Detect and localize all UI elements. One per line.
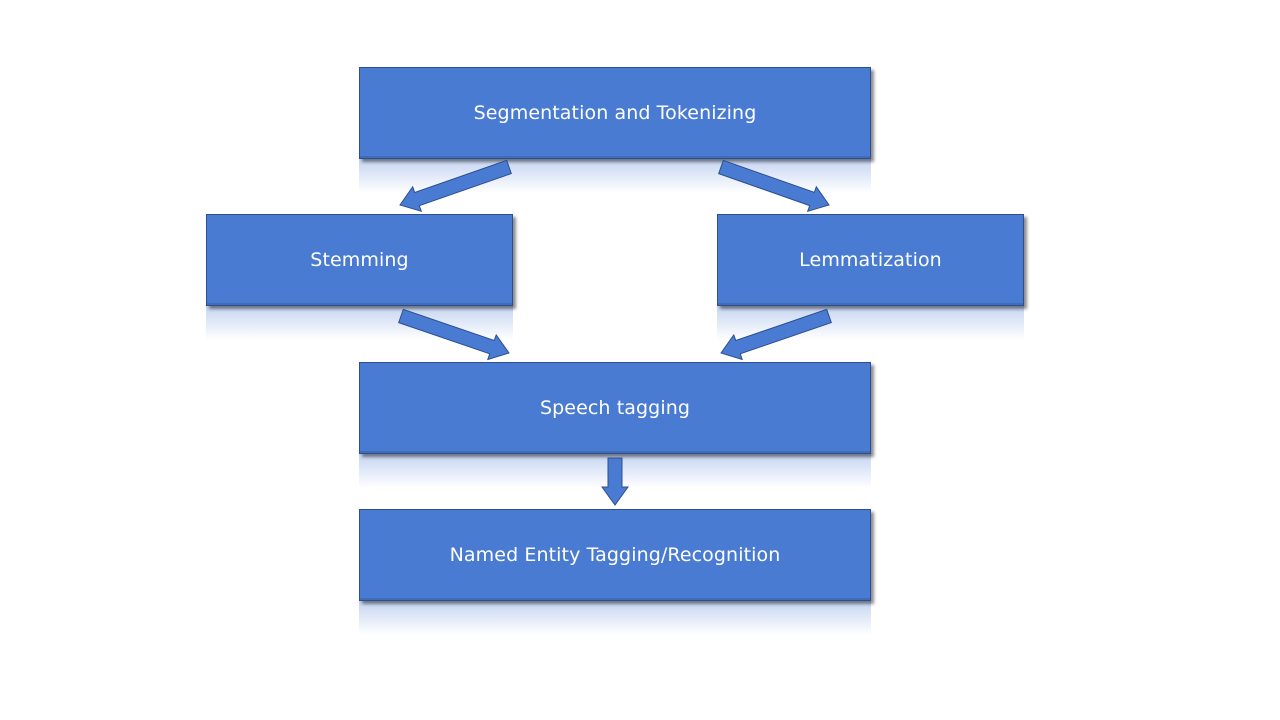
node-reflection	[717, 306, 1024, 340]
node-label: Speech tagging	[539, 397, 691, 419]
node-label: Segmentation and Tokenizing	[473, 102, 757, 124]
arrow-stemming-to-speech-tagging	[398, 308, 510, 361]
node-label: Named Entity Tagging/Recognition	[449, 544, 781, 566]
node-reflection	[359, 601, 871, 635]
node-named-entity-recognition: Named Entity Tagging/Recognition	[359, 509, 871, 601]
node-reflection	[359, 454, 871, 488]
arrow-segmentation-to-stemming	[399, 159, 512, 213]
arrow-lemmatization-to-speech-tagging	[720, 308, 832, 361]
node-label: Lemmatization	[799, 249, 942, 271]
node-lemmatization: Lemmatization	[717, 214, 1024, 306]
node-reflection	[206, 306, 513, 340]
arrow-segmentation-to-lemmatization	[718, 159, 830, 213]
arrow-speech-tagging-to-ner	[601, 457, 629, 506]
node-reflection	[359, 159, 871, 193]
node-stemming: Stemming	[206, 214, 513, 306]
node-label: Stemming	[310, 249, 409, 271]
node-speech-tagging: Speech tagging	[359, 362, 871, 454]
node-segmentation-tokenizing: Segmentation and Tokenizing	[359, 67, 871, 159]
